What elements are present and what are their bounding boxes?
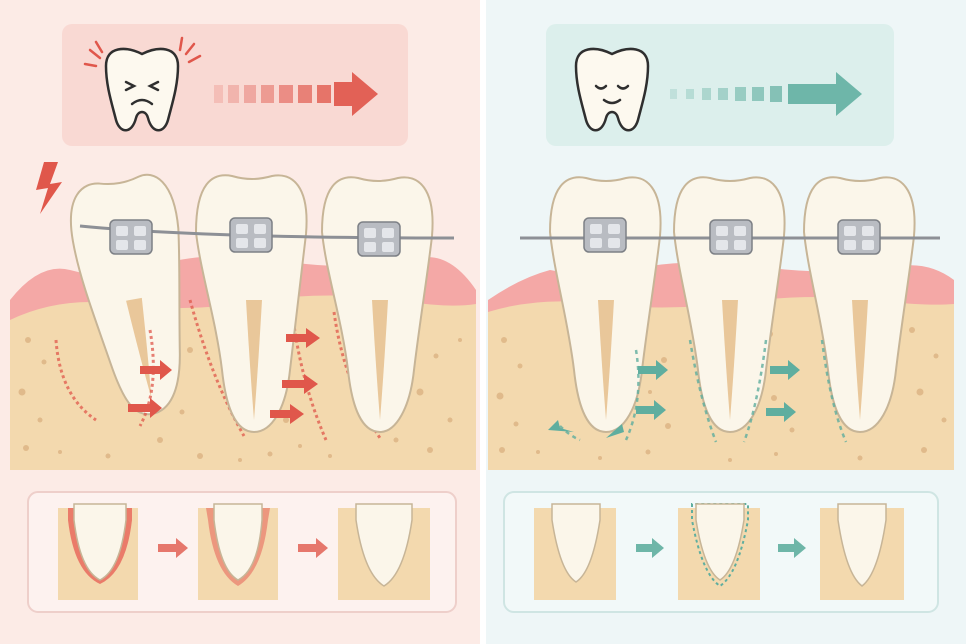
fast-arrow-icon bbox=[214, 72, 378, 116]
right-remodel-marks bbox=[559, 339, 848, 443]
right-sequence-arrow-2 bbox=[778, 538, 806, 558]
left-sequence-arrow-1 bbox=[158, 538, 188, 558]
right-panel bbox=[486, 0, 966, 644]
wincing-tooth-icon bbox=[104, 47, 180, 132]
right-bracket-2 bbox=[709, 219, 753, 255]
right-bracket-3 bbox=[837, 219, 881, 255]
lightning-icon bbox=[36, 162, 62, 214]
right-tooth-1 bbox=[548, 176, 662, 434]
left-sequence-step-2 bbox=[198, 503, 278, 600]
right-tooth-3 bbox=[802, 176, 916, 434]
panel-divider bbox=[480, 0, 486, 644]
left-cross-section bbox=[10, 150, 476, 470]
left-sequence-step-1 bbox=[58, 503, 138, 600]
left-banner bbox=[62, 24, 408, 146]
steady-arrow-icon bbox=[670, 72, 862, 116]
left-tooth-2 bbox=[194, 174, 308, 434]
right-sequence bbox=[503, 491, 939, 613]
right-banner bbox=[546, 24, 894, 146]
pain-spark-icon bbox=[83, 36, 202, 68]
right-force-arrows bbox=[548, 360, 800, 438]
left-sequence-step-3 bbox=[338, 503, 430, 600]
right-cross-section bbox=[488, 150, 954, 470]
left-force-arrows bbox=[128, 328, 320, 424]
left-bracket-1 bbox=[109, 219, 153, 255]
left-bracket-3 bbox=[357, 221, 401, 257]
left-bracket-2 bbox=[229, 217, 273, 253]
calm-tooth-icon bbox=[574, 47, 650, 132]
right-sequence-arrow-1 bbox=[636, 538, 664, 558]
left-sequence-arrow-2 bbox=[298, 538, 328, 558]
right-sequence-step-3 bbox=[820, 503, 904, 600]
left-tooth-3 bbox=[320, 176, 434, 434]
right-bracket-1 bbox=[583, 217, 627, 253]
right-sequence-step-2 bbox=[678, 503, 760, 600]
left-sequence bbox=[27, 491, 457, 613]
right-sequence-step-1 bbox=[534, 503, 616, 600]
left-panel bbox=[0, 0, 480, 644]
right-tooth-2 bbox=[672, 176, 786, 434]
